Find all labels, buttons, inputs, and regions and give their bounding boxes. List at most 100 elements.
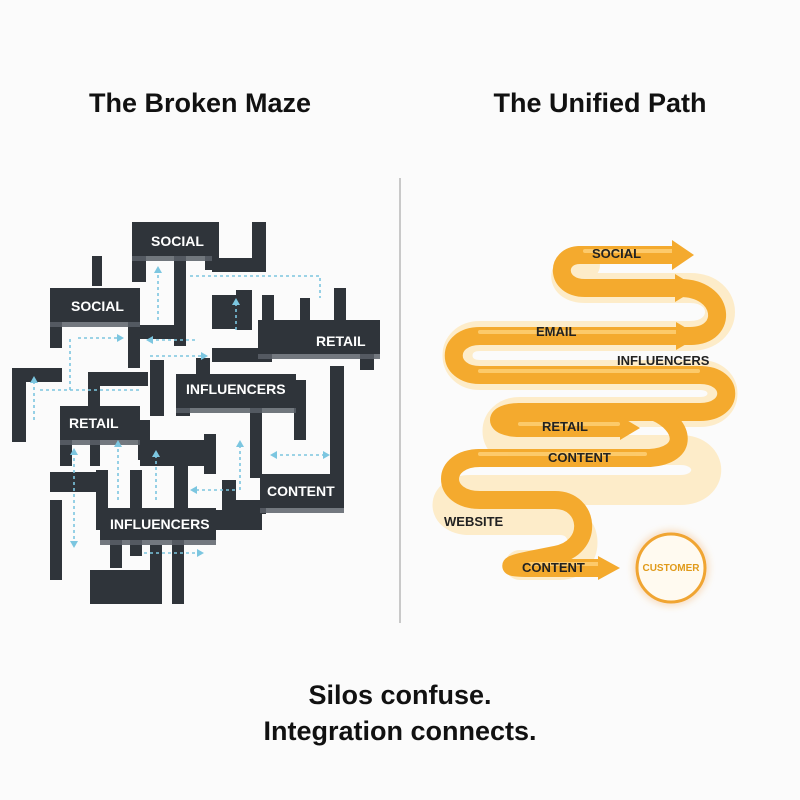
maze-wall (130, 470, 142, 520)
maze-wall (174, 256, 186, 346)
maze-wall (250, 408, 262, 478)
path-arrowhead-final (598, 556, 620, 580)
maze-wall (92, 256, 102, 286)
path-arrowhead-email (676, 322, 700, 350)
maze-label-influencers-bottom: INFLUENCERS (110, 516, 210, 532)
maze-arrowhead (146, 336, 153, 344)
maze-arrowhead (232, 298, 240, 305)
path-ribbon (441, 246, 736, 577)
path-segment-email (444, 327, 709, 384)
maze-wall (88, 372, 100, 412)
path-arrowhead-retail (620, 416, 640, 440)
maze-arrowhead (323, 451, 330, 459)
maze-wall (100, 508, 216, 540)
maze-label-content: CONTENT (267, 483, 335, 499)
maze-wall (50, 288, 62, 348)
maze-wall (204, 434, 216, 474)
maze-label-social-top: SOCIAL (151, 233, 204, 249)
maze-arrowhead (114, 440, 122, 447)
maze-wall (60, 406, 72, 466)
maze-wall-side (260, 508, 344, 513)
maze-wall (150, 545, 162, 604)
maze-wall-side (132, 256, 212, 261)
maze-dotted-arrows (33, 272, 326, 554)
maze-label-retail-right: RETAIL (316, 333, 366, 349)
maze-wall-shading (50, 256, 380, 545)
path-segment-website (441, 449, 609, 577)
caption-line-1: Silos confuse. (308, 680, 492, 710)
maze-arrowhead (190, 486, 197, 494)
path-arrowhead-social (672, 240, 694, 270)
maze-wall (300, 298, 310, 326)
maze-walls (12, 222, 380, 604)
path-segment-retail (490, 403, 629, 437)
maze-wall (172, 540, 184, 604)
path-highlight (478, 249, 700, 566)
maze-title: The Broken Maze (88, 88, 312, 118)
maze-wall (128, 288, 140, 368)
maze-arrowhead (154, 266, 162, 273)
maze-wall-side (60, 440, 140, 445)
path-label-content-mid: CONTENT (548, 450, 611, 465)
path-title: The Unified Path (493, 88, 707, 118)
maze-wall (212, 348, 272, 362)
maze-wall (140, 325, 184, 339)
maze-arrowhead (197, 549, 204, 557)
path-label-content-final: CONTENT (522, 560, 585, 575)
path-label-influencers: INFLUENCERS (617, 353, 710, 368)
maze-wall (90, 436, 100, 466)
maze-arrow (190, 275, 321, 298)
maze-wall (334, 288, 346, 328)
caption-line-2: Integration connects. (263, 716, 537, 746)
maze-arrowhead (70, 448, 78, 455)
maze-arrowhead (70, 541, 78, 548)
path-segment-social-curve (552, 246, 689, 297)
customer-circle (635, 532, 707, 604)
maze-wall-side (50, 322, 140, 327)
path-arrowhead-loop (675, 274, 698, 302)
maze-wall (294, 380, 306, 440)
path-arrowheads (598, 240, 700, 580)
maze-wall-side (100, 540, 216, 545)
maze-arrowhead (236, 440, 244, 447)
customer-label: CUSTOMER (642, 563, 700, 574)
maze-wall (212, 510, 262, 530)
maze-wall-side (258, 354, 380, 359)
path-label-website: WEBSITE (444, 514, 504, 529)
maze-wall (110, 540, 122, 568)
maze-arrowhead (117, 334, 124, 342)
maze-wall (258, 320, 380, 354)
path-segment-content (471, 403, 688, 467)
maze-wall (140, 440, 216, 466)
maze-arrowhead (270, 451, 277, 459)
path-segment-influencers (511, 366, 736, 421)
maze-label-social-left: SOCIAL (71, 298, 124, 314)
maze-wall (12, 368, 62, 382)
path-label-email: EMAIL (536, 324, 577, 339)
maze-wall-side (176, 408, 296, 413)
center-divider (399, 178, 401, 623)
maze-arrowheads (30, 266, 330, 557)
maze-wall (98, 372, 148, 386)
maze-label-influencers-mid: INFLUENCERS (186, 381, 286, 397)
maze-arrowhead (30, 376, 38, 383)
maze-wall (50, 288, 140, 322)
maze-wall (60, 406, 140, 440)
maze-wall (330, 366, 344, 496)
maze-wall (176, 374, 296, 408)
maze-wall (150, 360, 164, 416)
maze-wall (90, 570, 160, 604)
maze-wall (12, 368, 26, 442)
maze-wall (50, 500, 62, 580)
path-label-retail: RETAIL (542, 419, 588, 434)
maze-wall (236, 290, 252, 330)
maze-wall (252, 222, 266, 272)
maze-arrowhead (201, 352, 208, 360)
maze-arrowhead (152, 450, 160, 457)
maze-label-retail-left: RETAIL (69, 415, 119, 431)
path-label-social: SOCIAL (592, 246, 641, 261)
maze-wall (260, 474, 344, 508)
maze-wall (132, 222, 146, 282)
